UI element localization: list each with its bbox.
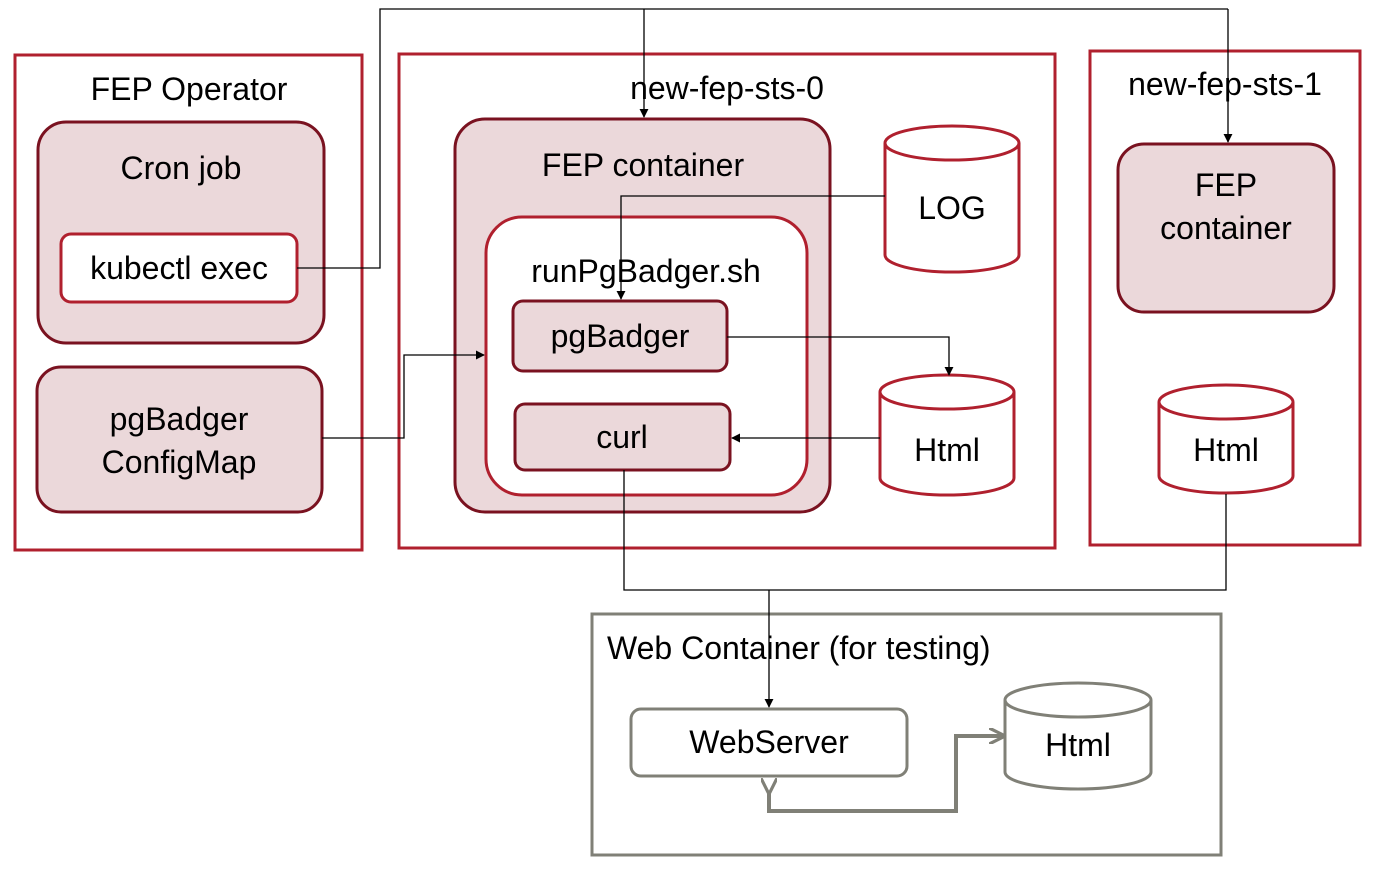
pgbadger-box xyxy=(511,299,729,373)
connectors xyxy=(297,8,1233,708)
pgbadger-configmap-line2: ConfigMap xyxy=(102,444,257,480)
web-html-database-icon xyxy=(1003,681,1153,791)
sts1-fep-container-box xyxy=(1116,142,1336,314)
web-container-group: Web Container (for testing) WebServer Ht… xyxy=(590,612,1223,857)
sts0-html-database-label: Html xyxy=(914,432,980,468)
curl-box xyxy=(513,402,732,472)
sts0-group: new-fep-sts-0 FEP container runPgBadger.… xyxy=(397,52,1057,550)
pgbadger-configmap-box xyxy=(35,365,324,514)
sts0-html-database-icon xyxy=(878,373,1016,497)
kubectl-exec-label: kubectl exec xyxy=(90,250,268,286)
sts1-html-database-label: Html xyxy=(1193,432,1259,468)
sts1-fep-container-line1: FEP xyxy=(1195,167,1257,203)
log-database-icon xyxy=(883,124,1021,274)
kubectl-to-top-bus-line xyxy=(297,8,1228,269)
sts1-fep-container-line2: container xyxy=(1160,210,1292,246)
sts1-html-database-icon xyxy=(1157,383,1295,495)
configmap-to-script-arrow xyxy=(322,350,485,439)
web-container-title: Web Container (for testing) xyxy=(607,630,991,666)
fep-operator-group: FEP Operator Cron job kubectl exec pgBad… xyxy=(13,53,364,552)
webserver-html-connector xyxy=(769,736,1002,813)
runpgbadger-script-label: runPgBadger.sh xyxy=(531,253,761,289)
webserver-label: WebServer xyxy=(689,724,849,760)
log-database-label: LOG xyxy=(918,190,986,226)
curl-to-webserver-line xyxy=(623,470,1227,591)
pgbadger-configmap-line1: pgBadger xyxy=(110,401,249,437)
cron-job-label: Cron job xyxy=(121,150,242,186)
sts0-title: new-fep-sts-0 xyxy=(630,70,824,106)
sts1-group: new-fep-sts-1 FEP container Html xyxy=(1088,49,1362,547)
pgbadger-to-html-arrow xyxy=(727,336,954,376)
sts0-fep-container-label: FEP container xyxy=(542,147,745,183)
fep-operator-title: FEP Operator xyxy=(91,71,288,107)
pgbadger-label: pgBadger xyxy=(551,318,690,354)
log-to-pgbadger-arrow xyxy=(616,195,885,300)
curl-label: curl xyxy=(596,419,648,455)
web-html-database-label: Html xyxy=(1045,727,1111,763)
sts1-title: new-fep-sts-1 xyxy=(1128,66,1322,102)
